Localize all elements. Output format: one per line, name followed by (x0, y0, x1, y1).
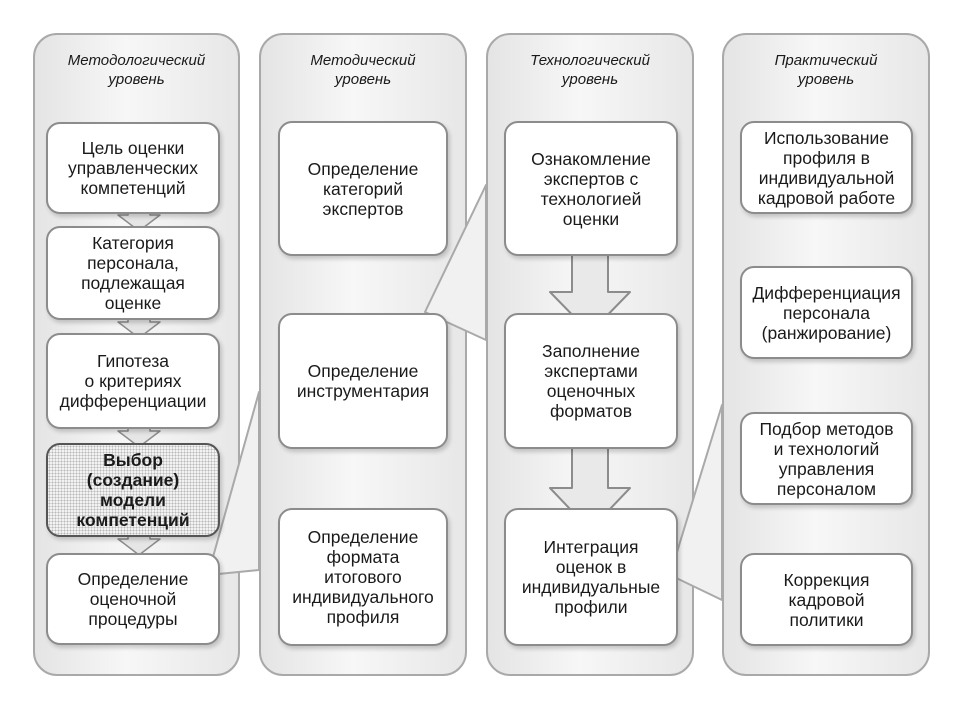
box-policy-correction: Коррекция кадровой политики (740, 553, 913, 646)
box-profile-format: Определение формата итогового индивидуал… (278, 508, 448, 646)
box-differentiation-hypothesis: Гипотеза о критериях дифференциации (46, 333, 220, 429)
column-title-practical: Практический уровень (774, 52, 878, 88)
column-title-methodological: Методологический уровень (67, 52, 206, 88)
box-expert-categories: Определение категорий экспертов (278, 121, 448, 256)
box-competency-assessment-goal: Цель оценки управленческих компетенций (46, 122, 220, 214)
column-title-technological: Технологический уровень (530, 52, 650, 88)
box-toolkit-definition: Определение инструментария (278, 313, 448, 449)
box-integration-profiles: Интеграция оценок в индивидуальные профи… (504, 508, 678, 646)
box-methods-selection: Подбор методов и технологий управления п… (740, 412, 913, 505)
box-competency-model-selection: Выбор (создание) модели компетенций (46, 443, 220, 537)
box-personnel-ranking: Дифференциация персонала (ранжирование) (740, 266, 913, 359)
column-title-methodical: Методический уровень (310, 52, 416, 88)
box-personnel-category: Категория персонала, подлежащая оценке (46, 226, 220, 320)
box-expert-familiarization: Ознакомление экспертов с технологией оце… (504, 121, 678, 256)
box-assessment-procedure: Определение оценочной процедуры (46, 553, 220, 645)
box-filling-forms: Заполнение экспертами оценочных форматов (504, 313, 678, 449)
box-profile-usage: Использование профиля в индивидуальной к… (740, 121, 913, 214)
